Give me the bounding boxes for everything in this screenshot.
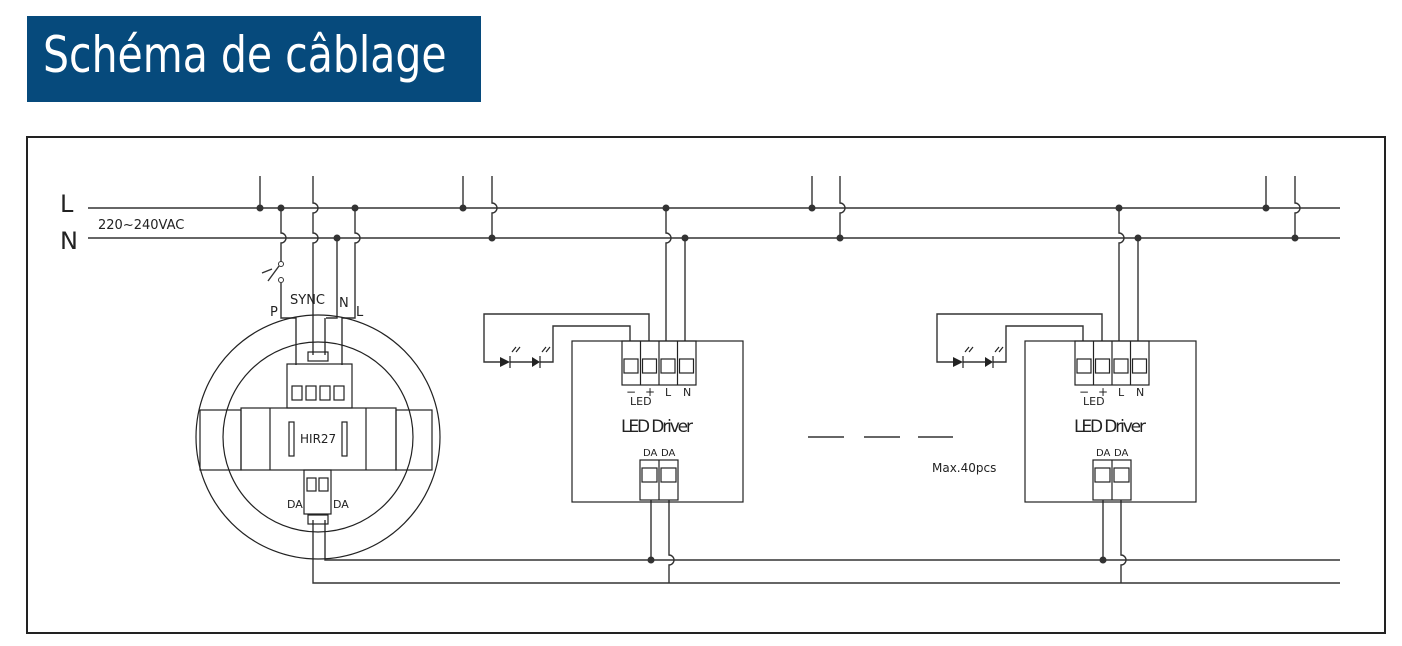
driver-2-l: L <box>1118 386 1125 399</box>
driver-2-led-label: LED <box>1083 395 1105 408</box>
push-switch-icon <box>261 265 280 282</box>
n-label: N <box>60 227 78 255</box>
sensor-model-label: HIR27 <box>300 432 336 446</box>
sensor-p-label: P <box>270 305 278 320</box>
driver-2-n: N <box>1136 386 1144 399</box>
incoming-feeds <box>256 176 1301 242</box>
driver-1-n: N <box>683 386 691 399</box>
driver-1-l: L <box>665 386 672 399</box>
driver-2-plus: + <box>1098 385 1108 399</box>
driver-1-da1: DA <box>643 448 658 459</box>
led-driver-1 <box>483 204 744 503</box>
title-banner: Schéma de câblage <box>27 16 481 102</box>
led-driver-2: − + L N LED LED Driver DA DA <box>936 204 1197 503</box>
driver-1-plus: + <box>645 385 655 399</box>
driver-2-minus: − <box>1079 385 1089 399</box>
driver-1-da2: DA <box>661 448 676 459</box>
led-diode-icon <box>500 357 540 367</box>
led-diode-icon <box>953 357 993 367</box>
max-drivers-note: Max.40pcs <box>932 461 996 475</box>
sensor-da-left: DA <box>287 498 303 511</box>
driver-1-led-label: LED <box>630 395 652 408</box>
driver-1-title: LED Driver <box>621 417 693 437</box>
sensor-n-label: N <box>339 296 349 311</box>
driver-2-da1: DA <box>1096 448 1111 459</box>
hir27-sensor <box>195 314 441 560</box>
voltage-label: 220~240VAC <box>98 218 184 233</box>
driver-2-da2: DA <box>1114 448 1129 459</box>
sensor-sync-label: SYNC <box>290 293 325 308</box>
page-title: Schéma de câblage <box>43 26 447 84</box>
driver-1-minus: − <box>626 385 636 399</box>
diagram-frame <box>26 136 1386 634</box>
sensor-da-right: DA <box>333 498 349 511</box>
l-label: L <box>60 190 74 218</box>
sensor-wiring <box>261 176 1340 584</box>
sensor-l-label: L <box>356 305 364 320</box>
driver-2-title: LED Driver <box>1074 417 1146 437</box>
